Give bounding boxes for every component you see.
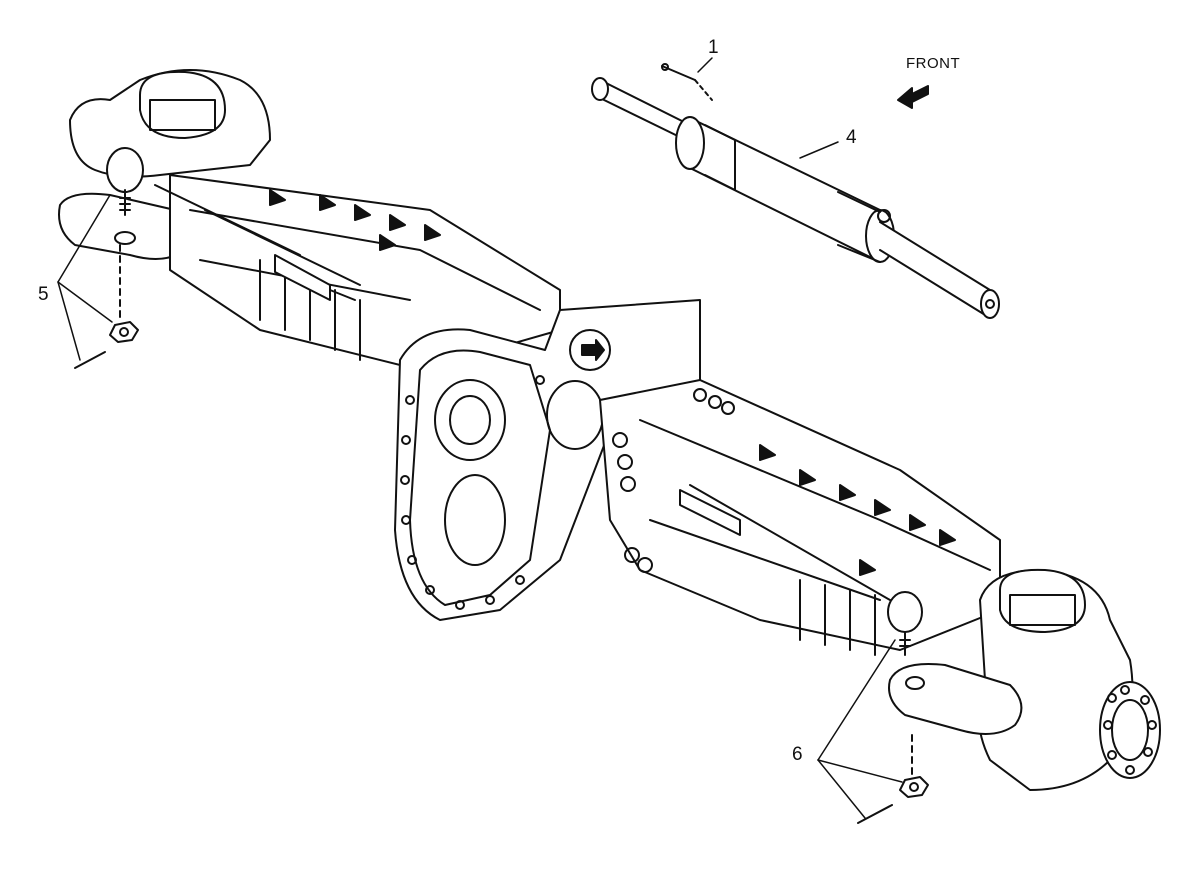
tie-rod-right — [679, 484, 923, 656]
front-orientation-label: FRONT — [906, 55, 961, 72]
callout-6: 6 — [792, 744, 803, 765]
wheel-hub — [1099, 681, 1161, 779]
leader-lines — [57, 57, 903, 819]
front-arrow-icon — [897, 85, 929, 109]
callout-4: 4 — [846, 127, 857, 148]
flange-bolts — [612, 388, 735, 573]
castle-nut-right — [857, 734, 929, 824]
front-axle-housing — [58, 69, 1161, 791]
tie-rod-left — [106, 147, 361, 301]
castle-nut-left — [74, 244, 139, 369]
bolt-holes — [400, 375, 545, 610]
callout-1: 1 — [708, 37, 719, 58]
steering-cylinder — [591, 77, 1000, 319]
callout-5: 5 — [38, 284, 49, 305]
cotter-pin-1 — [661, 63, 713, 101]
